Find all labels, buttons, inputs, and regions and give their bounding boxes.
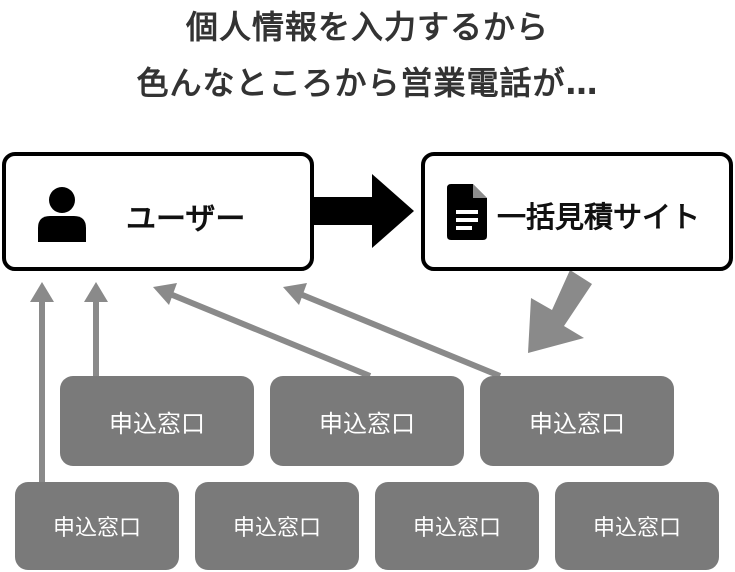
arrow-user-to-site (314, 174, 414, 248)
application-window-1-3: 申込窓口 (480, 376, 674, 466)
arrow-head-1-2 (153, 283, 177, 305)
arrow-head-1-3 (283, 283, 307, 305)
arrow-site-to-windows (528, 270, 592, 353)
arrow-window-1-2-to-user (168, 291, 372, 379)
window-label: 申込窓口 (52, 516, 141, 541)
window-label: 申込窓口 (109, 409, 205, 438)
arrow-head-2-1 (30, 282, 54, 302)
person-icon (38, 187, 86, 242)
application-window-1-2: 申込窓口 (270, 376, 464, 466)
user-node: ユーザー (2, 152, 314, 271)
user-label: ユーザー (126, 202, 246, 237)
application-window-2-3: 申込窓口 (375, 482, 539, 570)
application-window-2-4: 申込窓口 (555, 482, 719, 570)
headline-line-1: 個人情報を入力するから (185, 8, 549, 46)
window-label: 申込窓口 (319, 409, 415, 438)
arrow-window-1-3-to-user (298, 291, 502, 379)
application-window-1-1: 申込窓口 (60, 376, 254, 466)
headline-line-2: 色んなところから営業電話が… (136, 64, 599, 102)
arrow-head-1-1 (84, 282, 108, 302)
estimate-site-label: 一括見積サイト (497, 200, 701, 234)
document-icon (447, 184, 487, 240)
application-window-2-2: 申込窓口 (195, 482, 359, 570)
estimate-site-node: 一括見積サイト (421, 152, 733, 271)
window-label: 申込窓口 (412, 516, 501, 541)
window-label: 申込窓口 (529, 409, 625, 438)
window-label: 申込窓口 (592, 516, 681, 541)
window-label: 申込窓口 (232, 516, 321, 541)
application-window-2-1: 申込窓口 (15, 482, 179, 570)
